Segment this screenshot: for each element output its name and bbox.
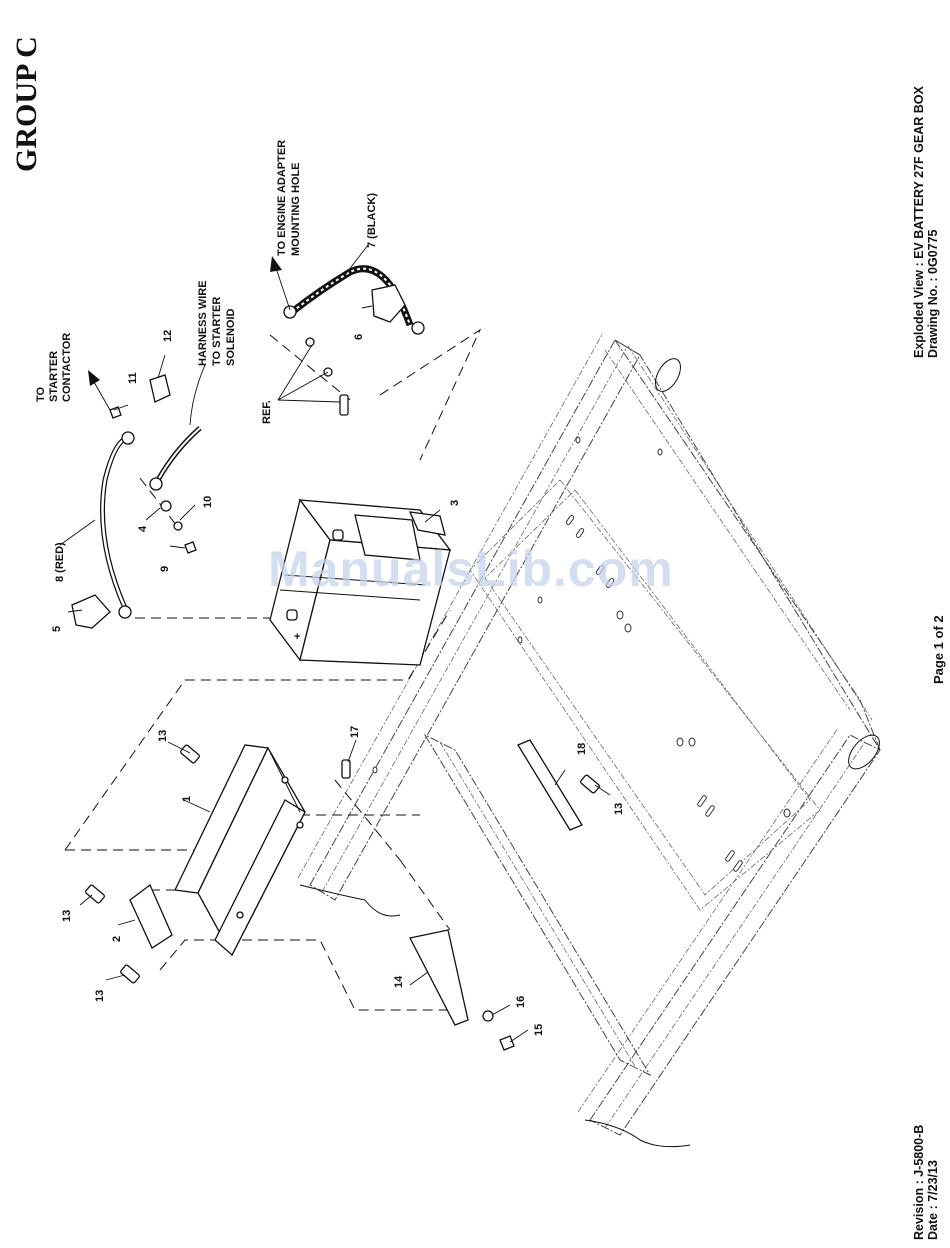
part-label-13-right: 13: [613, 803, 625, 815]
part-label-14: 14: [393, 975, 405, 988]
part-label-13-left: 13: [61, 910, 73, 922]
bolt-13-top: [180, 744, 200, 763]
callout-ref: REF.: [261, 400, 273, 424]
clamp-2: [130, 885, 172, 948]
part-label-6: 6: [353, 334, 365, 340]
battery-plus-sign: +: [294, 631, 300, 643]
watermark: ManualsLib.com: [268, 540, 674, 598]
callout-black-cable: 7 (BLACK): [366, 193, 378, 248]
boot-12: [150, 375, 170, 402]
washer-16: [483, 1011, 493, 1021]
arrow-to-engine-icon: [270, 256, 282, 272]
nut-15: [500, 1036, 514, 1050]
callout-to-line: TO: [35, 386, 47, 402]
washer-4: [161, 501, 171, 511]
frame-break-bottom: [585, 1120, 690, 1147]
part-label-12: 12: [162, 330, 174, 342]
part-label-18: 18: [576, 743, 588, 755]
part-label-1: 1: [181, 796, 193, 802]
callout-engine-line1: TO ENGINE ADAPTER: [276, 140, 288, 256]
part-label-4: 4: [137, 525, 149, 532]
part-label-15: 15: [533, 1024, 545, 1036]
part-label-5: 5: [51, 626, 63, 632]
part-label-9: 9: [159, 566, 171, 572]
battery-terminal-positive: [287, 610, 297, 620]
terminal-cover-5: [72, 595, 110, 628]
ref-washer: [306, 338, 314, 346]
callout-starter-line: STARTER: [48, 351, 60, 402]
bracket-14: [410, 930, 468, 1025]
terminal-cover-6: [372, 285, 405, 322]
callout-harness-line3: SOLENOID: [225, 308, 237, 366]
battery-tray-1: [175, 745, 305, 955]
frame-break-left: [300, 885, 400, 916]
part-label-13-top: 13: [157, 730, 169, 742]
battery-terminal-negative: [333, 530, 343, 540]
chassis-frame: [298, 333, 885, 1147]
lockwasher-10: [174, 522, 182, 530]
part-number-labels: 1 2 3 4 5 6 9 10 11 12 13 13 13 13 14 15…: [51, 330, 625, 1036]
part-label-17: 17: [349, 726, 361, 738]
nut-9: [185, 542, 196, 553]
bolt-13-left: [85, 884, 105, 903]
callout-harness-line2: TO STARTER: [211, 297, 223, 366]
bolt-13-bottom: [120, 964, 140, 983]
bolt-13-right: [580, 774, 600, 793]
nut-11: [110, 407, 121, 418]
callout-red-cable: 8 (RED): [54, 542, 66, 582]
part-label-3: 3: [449, 500, 461, 506]
part-label-16: 16: [515, 996, 527, 1008]
callout-contactor-line: CONTACTOR: [61, 333, 73, 402]
bolt-17: [342, 760, 350, 778]
bracket-18: [518, 740, 582, 830]
callout-engine-line2: MOUNTING HOLE: [290, 163, 302, 257]
arrow-to-contactor-icon: [88, 370, 100, 386]
frame-holes: [373, 437, 790, 872]
ref-bolt: [340, 395, 348, 415]
harness-wire: [150, 428, 200, 490]
tube-end-top: [650, 354, 685, 395]
part-label-2: 2: [111, 936, 123, 942]
part-label-11: 11: [127, 372, 139, 384]
part-label-10: 10: [202, 496, 214, 508]
part-label-13-bottom: 13: [94, 990, 106, 1002]
red-cable: [103, 432, 135, 618]
callout-harness-line1: HARNESS WIRE: [197, 280, 209, 366]
small-hardware: [85, 338, 600, 1050]
